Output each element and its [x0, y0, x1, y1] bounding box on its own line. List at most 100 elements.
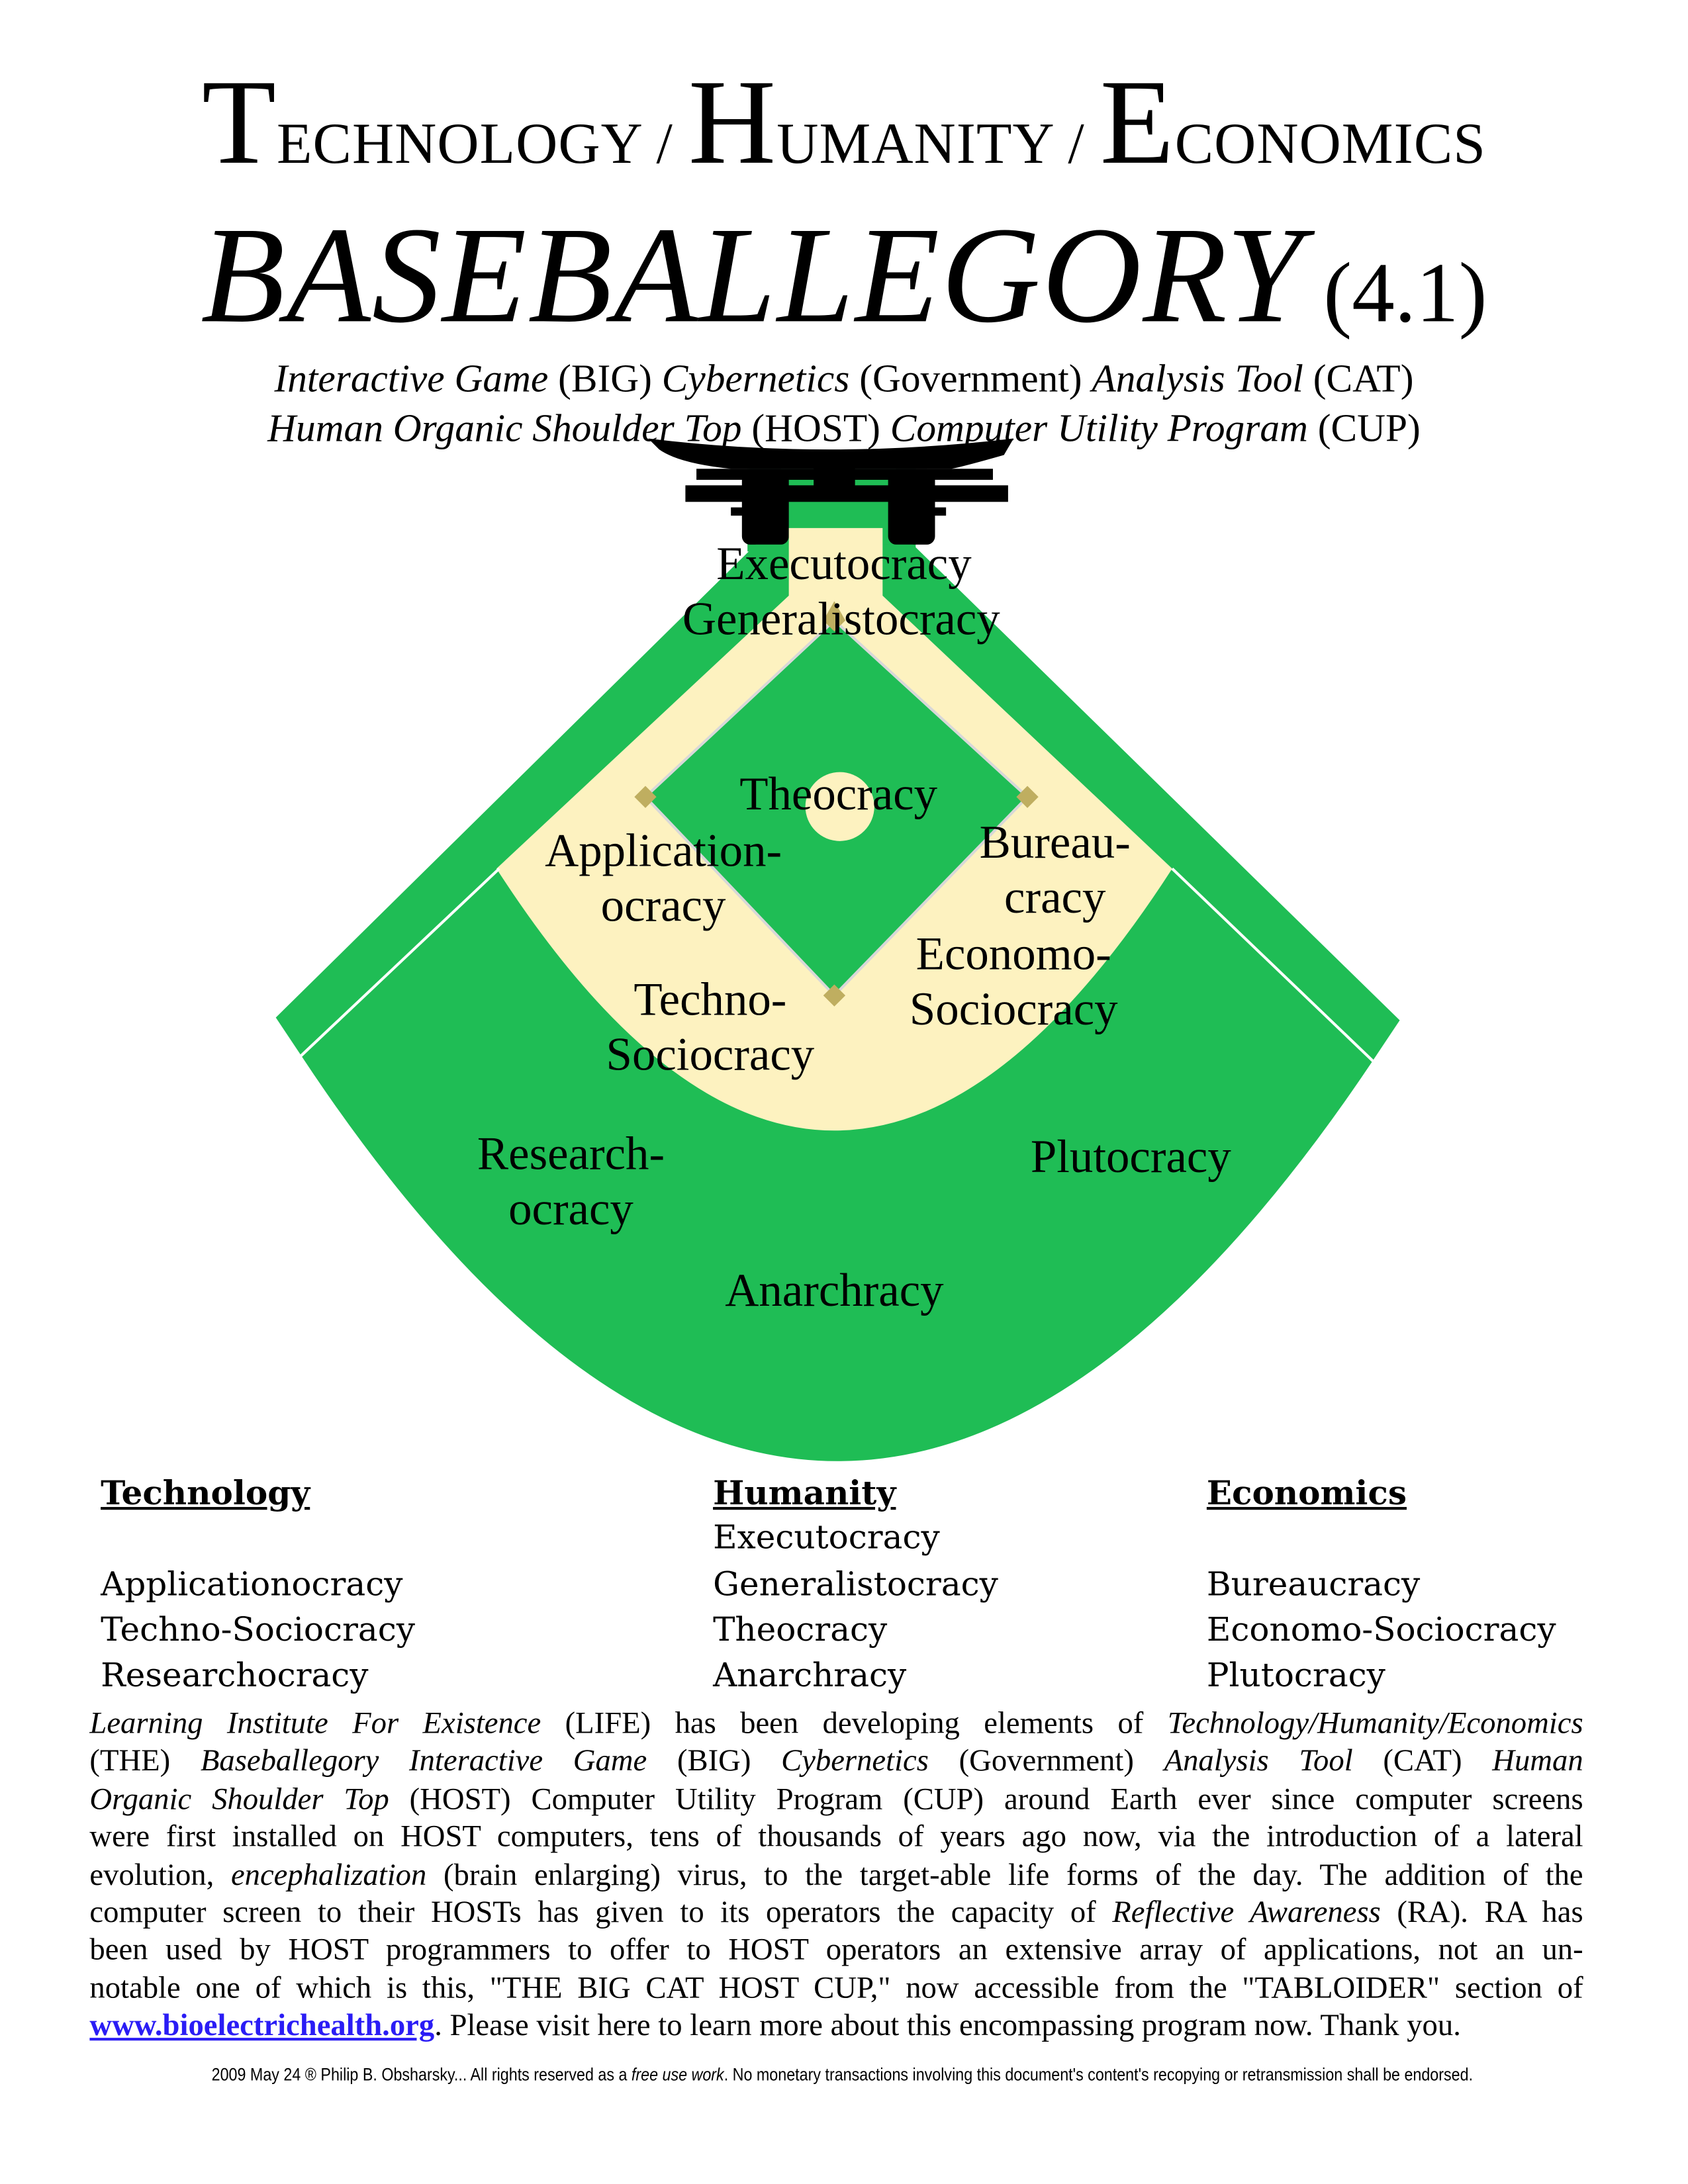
- column-item: Theocracy: [713, 1610, 888, 1649]
- field-label-techno-sociocracy: Techno-Sociocracy: [606, 974, 815, 1084]
- text-segment: . No monetary transactions involving thi…: [724, 2064, 1474, 2085]
- text-segment: (BIG): [558, 358, 662, 402]
- text-segment: Analysis Tool: [1092, 358, 1303, 402]
- pitchers-mound: [805, 772, 874, 841]
- version-label: (4.1): [1323, 246, 1487, 341]
- paragraph-line: notable one of which is this, "THE BIG C…: [89, 1969, 1583, 2007]
- title-separator: /: [656, 113, 673, 177]
- title-line-the: TECHNOLOGY / HUMANITY / ECONOMICS: [0, 55, 1688, 214]
- website-link[interactable]: www.bioelectrichealth.org: [89, 2007, 435, 2042]
- label-line: Sociocracy: [909, 984, 1118, 1036]
- text-segment: were first installed on HOST computers, …: [89, 1819, 1583, 1854]
- column-item: Applicationocracy: [101, 1564, 403, 1604]
- text-segment: (Government): [849, 358, 1092, 402]
- text-segment: notable one of which is this, "THE BIG C…: [89, 1970, 1583, 2005]
- column-technology: Technology Applicationocracy Techno-Soci…: [101, 1470, 415, 1700]
- title-rest-technology: ECHNOLOGY: [277, 113, 641, 177]
- paragraph-line: Learning Institute For Existence (LIFE) …: [89, 1704, 1583, 1742]
- subtitle-line-2: Human Organic Shoulder Top (HOST) Comput…: [0, 405, 1688, 455]
- label-line: Sociocracy: [606, 1030, 815, 1081]
- title-separator: /: [1068, 113, 1085, 177]
- text-segment: Computer Utility Program: [890, 408, 1308, 451]
- text-segment: (CUP): [1307, 408, 1421, 451]
- column-item: Plutocracy: [1206, 1656, 1385, 1695]
- title-rest-economics: CONOMICS: [1174, 113, 1486, 177]
- column-economics: Economics Bureaucracy Economo-Sociocracy…: [1207, 1470, 1556, 1700]
- right-foul-line: [1171, 867, 1375, 1063]
- column-item: Anarchracy: [713, 1656, 907, 1695]
- column-item: Economo-Sociocracy: [1206, 1610, 1556, 1649]
- paragraph-line: been used by HOST programmers to offer t…: [89, 1931, 1583, 1969]
- text-segment: computer screen to their HOSTs has given…: [89, 1894, 1113, 1929]
- column-heading: Economics: [1206, 1472, 1407, 1513]
- label-line: Bureau-: [979, 817, 1131, 869]
- field-label-executocracy: Executocracy: [716, 539, 972, 590]
- text-segment: (RA). RA has: [1380, 1894, 1583, 1929]
- left-foul-line: [299, 867, 500, 1058]
- label-line: ocracy: [600, 881, 726, 933]
- field-label-bureaucracy: Bureau-cracy: [980, 816, 1131, 927]
- label-line: Application-: [545, 825, 782, 877]
- label-line: Economo-: [915, 929, 1111, 981]
- text-segment: (CAT): [1352, 1743, 1493, 1778]
- text-segment: Reflective Awareness: [1112, 1894, 1381, 1929]
- baseballegory-title: BASEBALLEGORY: [201, 198, 1305, 352]
- text-segment: (LIFE) has been developing elements of: [541, 1706, 1168, 1741]
- paragraph-line: (THE) Baseballegory Interactive Game (BI…: [89, 1742, 1583, 1780]
- paragraph-line: evolution, encephalization (brain enlarg…: [89, 1855, 1583, 1893]
- torii-gate-icon: [648, 438, 1014, 552]
- field-label-economo-sociocracy: Economo-Sociocracy: [910, 928, 1118, 1038]
- home-plate: [823, 984, 846, 1007]
- text-segment: Learning Institute For Existence: [89, 1706, 541, 1741]
- text-segment: Baseballegory Interactive Game: [200, 1743, 647, 1778]
- field-label-generalistocracy: Generalistocracy: [682, 594, 1000, 645]
- second-base: [823, 601, 846, 632]
- text-segment: Cybernetics: [661, 358, 850, 402]
- paragraph-line: were first installed on HOST computers, …: [89, 1817, 1583, 1855]
- title-initial-h: H: [688, 56, 777, 191]
- text-segment: . Please visit here to learn more about …: [434, 2007, 1461, 2042]
- field-label-theocracy: Theocracy: [739, 769, 938, 821]
- text-segment: Technology/Humanity/Economics: [1167, 1706, 1583, 1741]
- label-line: ocracy: [508, 1184, 633, 1236]
- label-line: Research-: [477, 1129, 665, 1181]
- column-humanity: Humanity Executocracy Generalistocracy T…: [713, 1470, 998, 1700]
- label-line: Techno-: [633, 974, 787, 1026]
- label-line: cracy: [1004, 872, 1106, 924]
- title-initial-t: T: [202, 56, 277, 191]
- column-item: Researchocracy: [101, 1656, 369, 1695]
- text-segment: Interactive Game: [274, 358, 559, 402]
- text-segment: free use work: [631, 2064, 724, 2085]
- column-item: Executocracy: [713, 1518, 940, 1557]
- column-item: Generalistocracy: [713, 1564, 998, 1604]
- text-segment: (BIG): [647, 1743, 782, 1778]
- text-segment: evolution,: [89, 1856, 231, 1891]
- copyright-footer: 2009 May 24 ® Philip B. Obsharsky... All…: [117, 2063, 1568, 2087]
- column-item: Techno-Sociocracy: [101, 1610, 415, 1649]
- paragraph-line: www.bioelectrichealth.org. Please visit …: [89, 2007, 1583, 2044]
- text-segment: (brain enlarging) virus, to the target-a…: [426, 1856, 1583, 1891]
- title-main: BASEBALLEGORY(4.1): [0, 206, 1688, 385]
- field-label-anarchracy: Anarchracy: [725, 1265, 944, 1317]
- text-segment: Human: [1492, 1743, 1583, 1778]
- title-rest-humanity: UMANITY: [776, 113, 1053, 177]
- field-label-plutocracy: Plutocracy: [1030, 1132, 1231, 1183]
- title-initial-e: E: [1100, 56, 1175, 191]
- field-label-applicationocracy: Application-ocracy: [545, 825, 782, 935]
- text-segment: (HOST) Computer Utility Program (CUP) ar…: [389, 1781, 1583, 1816]
- column-item: [101, 1516, 415, 1561]
- text-segment: encephalization: [230, 1856, 427, 1891]
- text-segment: (CAT): [1303, 358, 1414, 402]
- field-label-researchocracy: Research-ocracy: [477, 1128, 665, 1238]
- subtitle-line-1: Interactive Game (BIG) Cybernetics (Gove…: [0, 355, 1688, 405]
- column-heading: Humanity: [713, 1472, 896, 1513]
- column-heading: Technology: [101, 1472, 310, 1513]
- text-segment: been used by HOST programmers to offer t…: [89, 1932, 1583, 1967]
- text-segment: Cybernetics: [781, 1743, 929, 1778]
- column-item: Bureaucracy: [1206, 1564, 1421, 1604]
- column-item: [1207, 1516, 1556, 1561]
- text-segment: (Government): [928, 1743, 1164, 1778]
- text-segment: (HOST): [741, 408, 890, 451]
